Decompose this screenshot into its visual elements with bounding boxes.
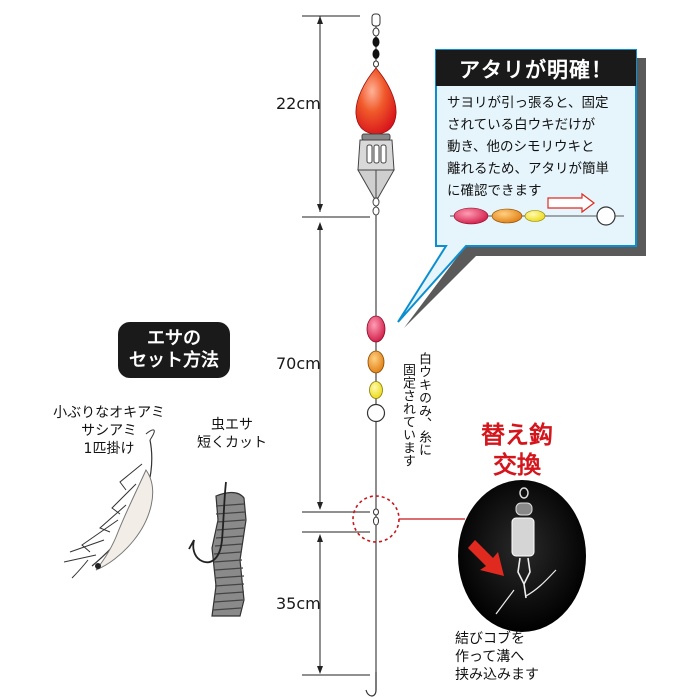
hook-swap-title: 替え鈎 交換	[481, 421, 553, 479]
callout-title: アタリが明確！	[459, 58, 613, 82]
shrimp-bait-icon	[63, 429, 155, 579]
dimension-label-bottom: 35cm	[276, 594, 321, 613]
dimension-arrows	[317, 16, 323, 674]
float-weight-icon	[357, 133, 395, 216]
sinker-float-red-icon	[366, 315, 386, 343]
callout-body: サヨリが引っ張ると、固定 されている白ウキだけが 動き、他のシモリウキと 離れる…	[447, 95, 609, 199]
dimension-line	[302, 15, 370, 676]
bait-title: エサの セット方法	[129, 328, 219, 371]
sinker-float-yellow-icon	[369, 381, 383, 399]
top-swivel	[371, 13, 381, 68]
worm-bait-icon	[188, 481, 247, 617]
float-note-col2: 固定されています	[400, 363, 415, 467]
main-float-icon	[355, 67, 397, 135]
dimension-label-middle: 70cm	[276, 354, 321, 373]
bait-title-badge	[118, 322, 230, 378]
callout-box	[397, 49, 646, 328]
sinker-float-white-icon	[366, 403, 386, 423]
sinker-float-orange-icon	[367, 350, 385, 374]
worm-label: 虫エサ 短くカット	[197, 417, 267, 451]
shrimp-label: 小ぶりなオキアミ サシアミ 1匹掛け	[53, 405, 165, 457]
dimension-label-top: 22cm	[276, 94, 321, 113]
hook-swap-caption: 結びコブを 作って溝へ 挟み込みます	[455, 631, 539, 683]
connector-swivel-icon	[373, 508, 379, 526]
red-arrow-icon	[468, 540, 504, 576]
hook-detail-oval	[458, 480, 586, 632]
float-note-col1: 白ウキのみ、糸に	[416, 352, 431, 456]
hook-icon	[365, 672, 377, 697]
